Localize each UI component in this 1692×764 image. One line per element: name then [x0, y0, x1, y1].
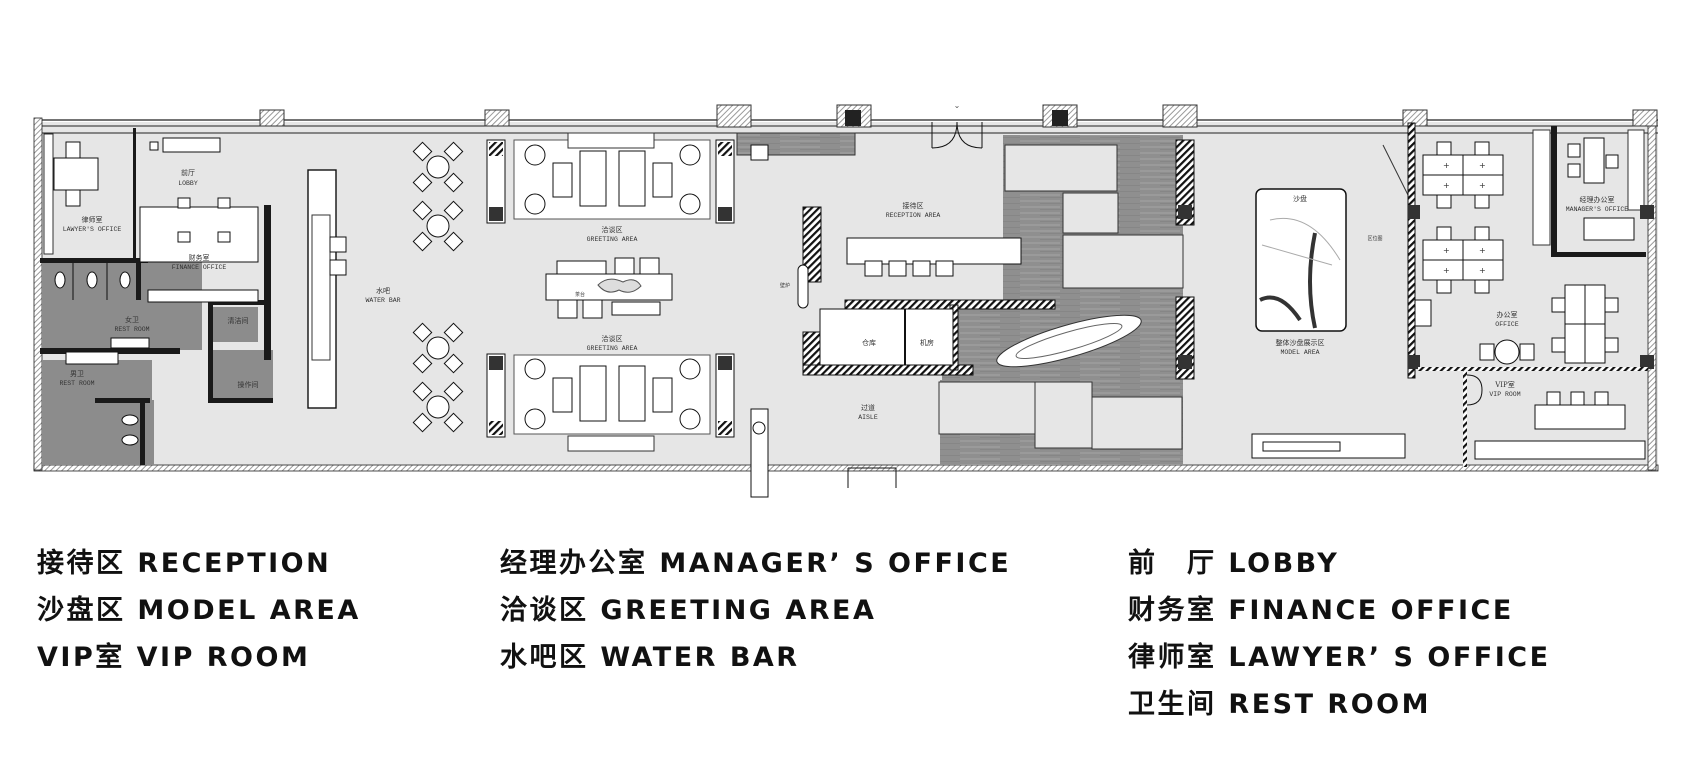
label-restroom-m-en: REST ROOM: [59, 380, 94, 387]
sand-table: [1255, 188, 1347, 332]
legend-column-3: 前 厅 LOBBY 财务室 FINANCE OFFICE 律师室 LAWYER’…: [1128, 540, 1551, 728]
legend-item-lobby: 前 厅 LOBBY: [1128, 548, 1340, 579]
label-reception-en: RECEPTION AREA: [886, 212, 941, 219]
label-greeting-bottom-en: GREETING AREA: [587, 345, 638, 352]
label-water-bar-cn: 水吧: [376, 286, 390, 295]
tea-table: [545, 257, 673, 319]
label-manager-en: MANAGER'S OFFICE: [1566, 206, 1629, 213]
greeting-area-bottom: [513, 354, 711, 452]
label-aisle-en: AISLE: [858, 414, 878, 421]
building-floor: [34, 122, 1658, 468]
label-water-bar-en: WATER BAR: [365, 297, 400, 304]
label-greeting-top-cn: 洽谈区: [602, 225, 623, 234]
label-lobby-cn: 前厅: [181, 168, 195, 177]
legend-item-vip-room: VIP室 VIP ROOM: [37, 642, 311, 673]
legend-item-rest-room: 卫生间 REST ROOM: [1128, 689, 1431, 720]
label-office-cn: 办公室: [1497, 310, 1518, 319]
label-greeting-bottom-cn: 洽谈区: [602, 334, 623, 343]
vip-door[interactable]: [1466, 374, 1483, 406]
label-machine-room: 机房: [920, 338, 934, 347]
label-cleaning: 清洁间: [228, 316, 249, 325]
structural-columns: [259, 104, 1658, 128]
legend-item-reception: 接待区 RECEPTION: [37, 548, 332, 579]
svg-text:⌄: ⌄: [954, 101, 961, 110]
cleaning-room-area: [213, 307, 258, 342]
label-lawyer-cn: 律师室: [82, 215, 103, 224]
label-office-en: OFFICE: [1495, 321, 1519, 328]
right-wall: [1647, 117, 1657, 471]
legend-item-greeting-area: 洽谈区 GREETING AREA: [500, 595, 877, 626]
entrance-door-bottom[interactable]: [847, 467, 897, 488]
reception-counter: [846, 237, 1022, 265]
legend-item-lawyer-office: 律师室 LAWYER’ S OFFICE: [1128, 642, 1551, 673]
label-model-area-en: MODEL AREA: [1280, 349, 1319, 356]
label-finance-en: FINANCE OFFICE: [172, 264, 227, 271]
label-vip-cn: VIP室: [1494, 380, 1515, 389]
partition-screens: [486, 139, 735, 438]
legend-column-2: 经理办公室 MANAGER’ S OFFICE 洽谈区 GREETING ARE…: [500, 540, 1011, 681]
label-manager-cn: 经理办公室: [1580, 195, 1615, 204]
label-tea-table: 茶台: [575, 291, 585, 298]
label-lobby-en: LOBBY: [178, 180, 198, 187]
operation-room-area: [213, 350, 273, 400]
label-restroom-f-cn: 女卫: [125, 315, 139, 324]
legend-column-1: 接待区 RECEPTION 沙盘区 MODEL AREA VIP室 VIP RO…: [37, 540, 361, 681]
legend-item-finance-office: 财务室 FINANCE OFFICE: [1128, 595, 1514, 626]
label-vip-en: VIP ROOM: [1489, 391, 1520, 398]
label-zone-map: 区位图: [1367, 235, 1382, 242]
legend-item-model-area: 沙盘区 MODEL AREA: [37, 595, 361, 626]
label-greeting-top-en: GREETING AREA: [587, 236, 638, 243]
label-reception-cn: 接待区: [903, 201, 924, 210]
label-storage: 仓库: [862, 338, 876, 347]
label-restroom-m-cn: 男卫: [70, 370, 84, 378]
sculpture: [996, 314, 1142, 368]
floor-plan: ++ ++: [33, 101, 1659, 498]
office-wall: [1407, 122, 1416, 379]
label-fireplace: 壁炉: [780, 282, 790, 289]
label-restroom-f-en: REST ROOM: [114, 326, 149, 333]
left-wall: [33, 117, 43, 471]
legend-item-water-bar: 水吧区 WATER BAR: [500, 642, 800, 673]
label-lawyer-en: LAWYER'S OFFICE: [63, 226, 122, 233]
label-operation: 操作间: [238, 380, 259, 389]
label-finance-cn: 财务室: [189, 253, 210, 262]
label-sand-table: 沙盘: [1293, 194, 1307, 203]
bottom-wall: [33, 464, 1659, 472]
greeting-area-top: [513, 132, 711, 220]
label-model-area-cn: 整体沙盘展示区: [1276, 338, 1325, 347]
entrance-door-top[interactable]: [931, 121, 983, 149]
legend-item-manager-office: 经理办公室 MANAGER’ S OFFICE: [500, 548, 1012, 579]
label-aisle-cn: 过道: [861, 403, 875, 412]
